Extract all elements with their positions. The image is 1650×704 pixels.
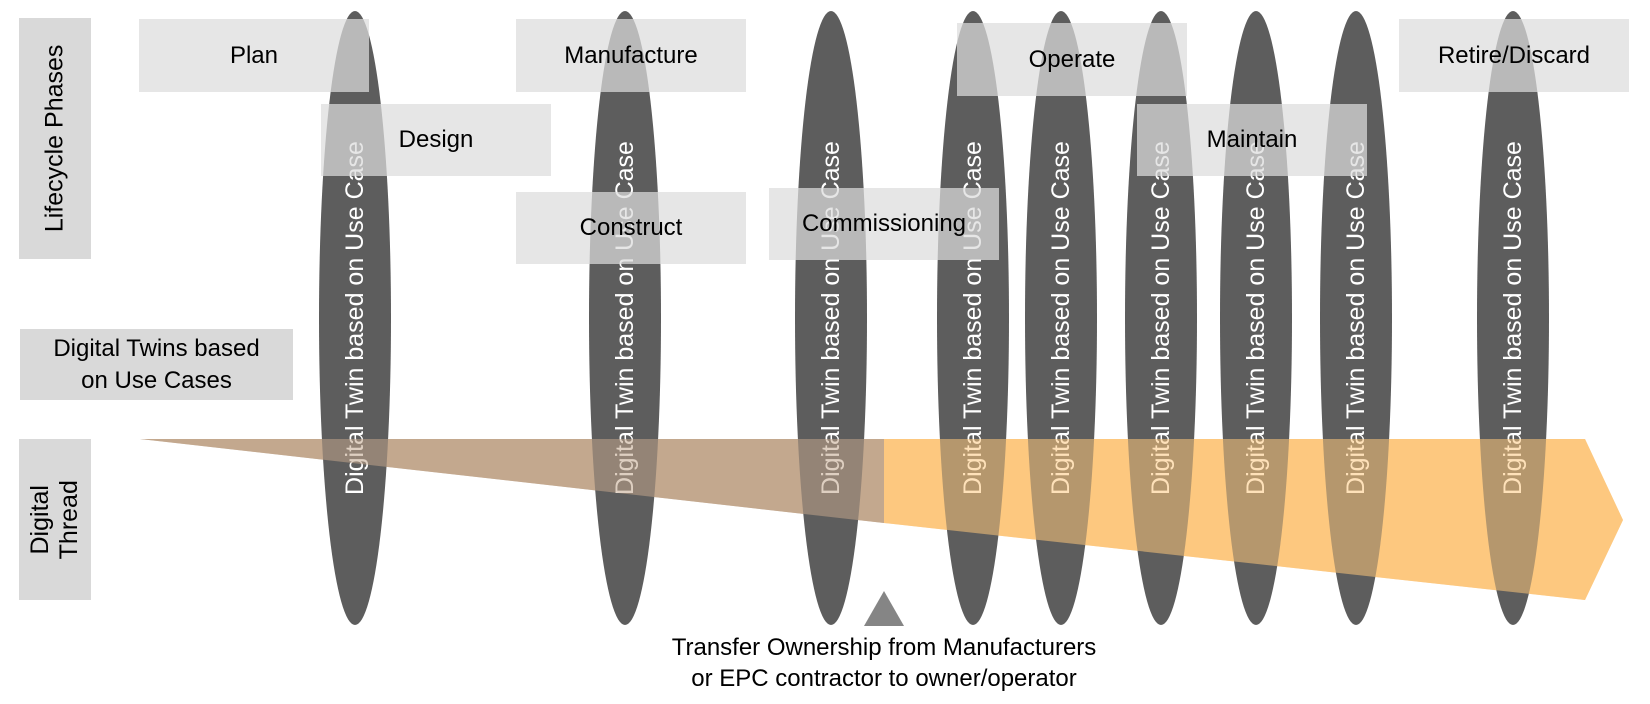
row-label-digital-thread: Digital Thread	[19, 439, 91, 600]
digital-twin-label: Digital Twin based on Use Case	[1147, 141, 1175, 495]
phase-design: Design	[321, 104, 551, 176]
phase-manufacture: Manufacture	[516, 19, 746, 92]
digital-thread-late-overlay	[884, 439, 1623, 600]
phase-construct: Construct	[516, 192, 746, 264]
row-label-lifecycle-phases: Lifecycle Phases	[19, 18, 91, 259]
ownership-transfer-line2: or EPC contractor to owner/operator	[691, 665, 1077, 692]
ownership-transfer-marker	[864, 591, 904, 626]
ownership-transfer-line1: Transfer Ownership from Manufacturers	[671, 634, 1097, 661]
digital-twin-label: Digital Twin based on Use Case	[341, 141, 369, 495]
digital-twin-label: Digital Twin based on Use Case	[1242, 141, 1270, 495]
digital-twin-label: Digital Twin based on Use Case	[1047, 141, 1075, 495]
row-label-twins-line1: Digital Twins based	[53, 335, 260, 363]
digital-twin-label: Digital Twin based on Use Case	[1499, 141, 1527, 495]
ownership-transfer-caption: Transfer Ownership from Manufacturers or…	[630, 632, 1138, 694]
digital-twin-label: Digital Twin based on Use Case	[1342, 141, 1370, 495]
row-label-digital-twins: Digital Twins based on Use Cases	[20, 329, 293, 400]
digital-thread-early-overlay	[140, 439, 884, 523]
phase-commissioning: Commissioning	[769, 188, 999, 260]
row-label-twins-line2: on Use Cases	[81, 366, 232, 394]
phase-plan: Plan	[139, 19, 369, 92]
phase-retire-discard: Retire/Discard	[1399, 19, 1629, 92]
phase-maintain: Maintain	[1137, 104, 1367, 176]
phase-operate: Operate	[957, 23, 1187, 96]
